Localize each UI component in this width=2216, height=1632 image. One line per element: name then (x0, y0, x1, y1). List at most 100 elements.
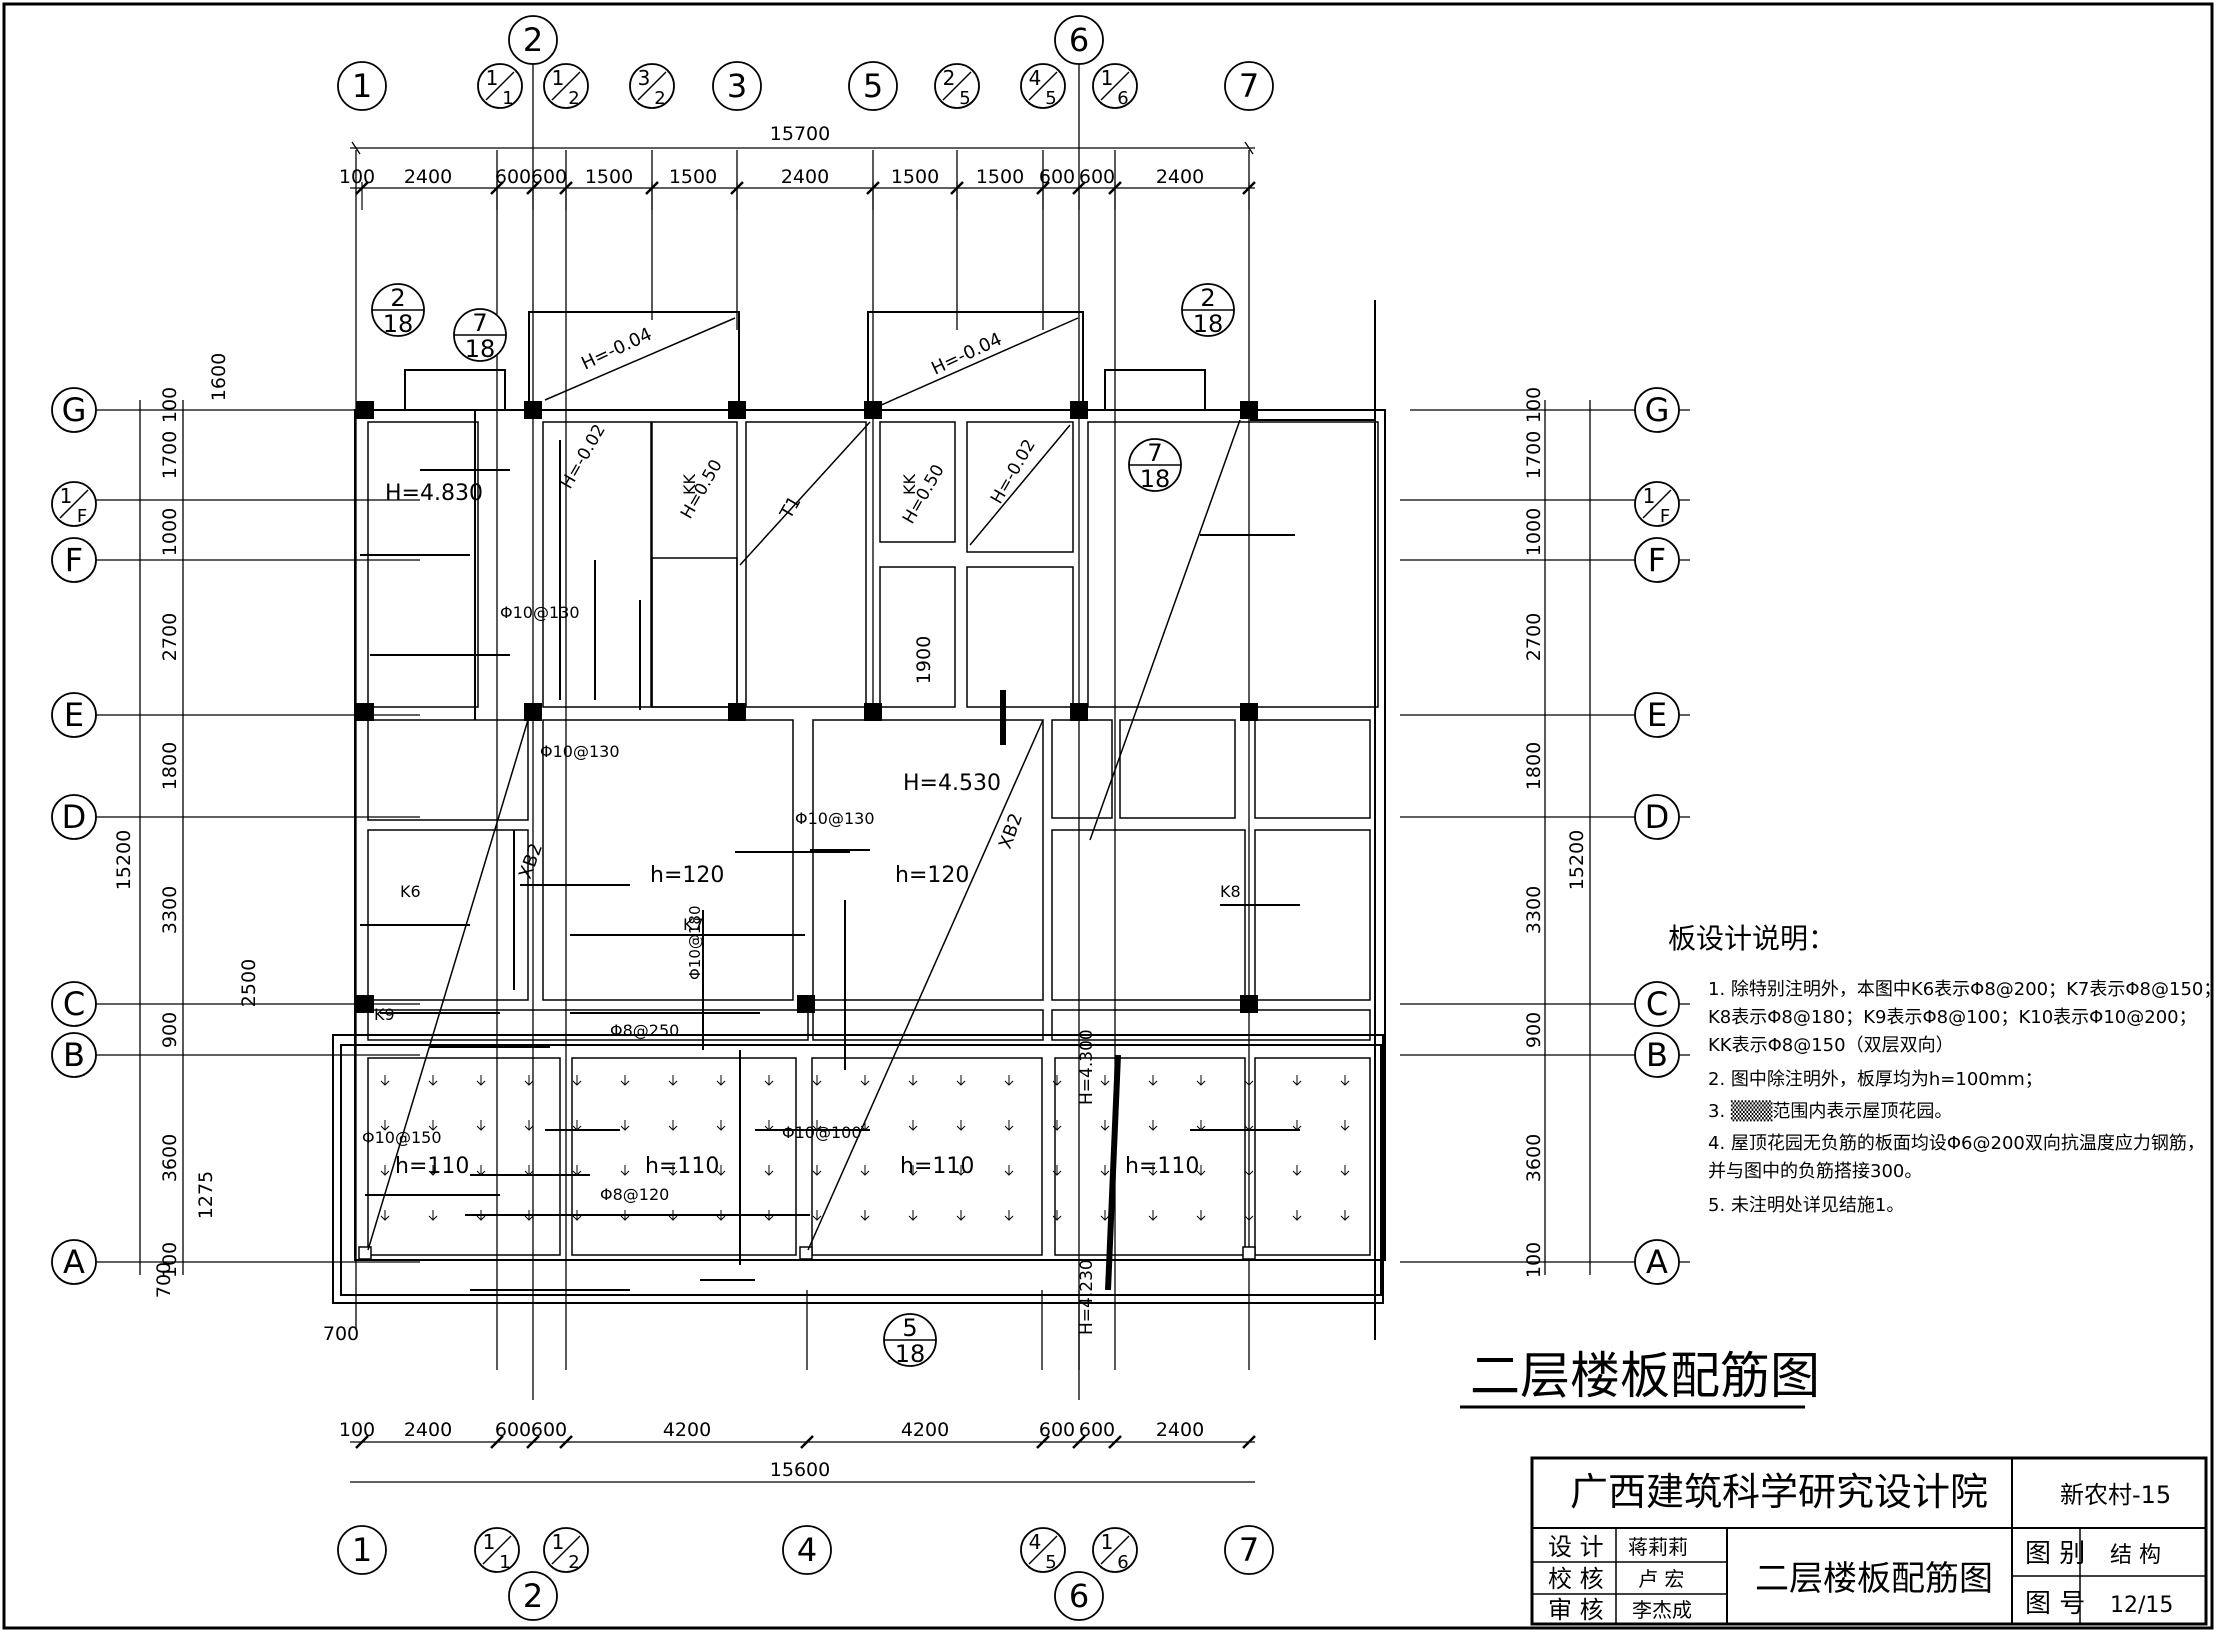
hatch-mark (1052, 1120, 1062, 1131)
hatch-mark (764, 1075, 774, 1086)
axis-fraction-line (1642, 489, 1672, 519)
note-line: 4. 屋顶花园无负筋的板面均设Φ6@200双向抗温度应力钢筋， (1708, 1133, 2205, 1154)
axis-circle (1224, 1525, 1274, 1575)
axis-fraction-line (942, 71, 972, 101)
axis-label-num: 1 (552, 1530, 565, 1554)
axis-bubble: E (51, 692, 97, 738)
dim-tick (1036, 1435, 1050, 1449)
axis-bubble: 16 (1092, 63, 1138, 109)
axis-fraction-line (1028, 71, 1058, 101)
grid-lines (90, 60, 1690, 1400)
rebar-marks (360, 410, 1300, 1291)
axis-bubble: C (1634, 981, 1680, 1027)
elevation-label: H=4.300 (1077, 1029, 1097, 1105)
axis-circle (51, 794, 97, 840)
axis-bubble: D (1634, 794, 1680, 840)
design-label: 设 计 (1548, 1533, 1604, 1561)
axis-bubble: A (51, 1239, 97, 1285)
axis-label-num: 3 (638, 66, 651, 90)
dimension-label: 2400 (404, 1419, 452, 1441)
rebar-label: K6 (400, 882, 421, 901)
room-outlines (367, 421, 1379, 1041)
slab-thickness-label: h=120 (650, 863, 724, 888)
axis-label: 7 (1239, 67, 1259, 105)
dimension-label: 1600 (208, 353, 230, 401)
axis-label-num: 1 (60, 484, 73, 508)
hatch-mark (572, 1075, 582, 1086)
rebar-label: Φ8@250 (610, 1021, 679, 1040)
axis-label: 1 (352, 1531, 372, 1569)
hatch-mark (668, 1120, 678, 1131)
design-name: 蒋莉莉 (1628, 1535, 1688, 1559)
hatch-mark (1196, 1120, 1206, 1131)
hatch-mark (1244, 1075, 1254, 1086)
column (728, 703, 746, 721)
hatch-mark (524, 1165, 534, 1176)
axis-bubble: 3 (712, 61, 762, 111)
top-dimension-lines (350, 141, 1255, 189)
hatch-mark (956, 1210, 966, 1221)
dimension-label: 100 (159, 387, 181, 423)
axis-label-num: 2 (943, 66, 956, 90)
hatch-mark (476, 1120, 486, 1131)
column-open (358, 1246, 372, 1260)
hatch-mark (1196, 1075, 1206, 1086)
note-line: 2. 图中除注明外，板厚均为h=100mm； (1708, 1069, 2043, 1090)
axis-label-den: 1 (502, 88, 513, 109)
dimension-label: 700 (153, 1262, 175, 1298)
dimension-label: 2400 (404, 166, 452, 188)
hatch-mark (1052, 1210, 1062, 1221)
axis-label-num: 1 (552, 66, 565, 90)
review-name: 李杰成 (1632, 1598, 1692, 1622)
hatch-mark (1244, 1210, 1254, 1221)
hatch-mark (1100, 1120, 1110, 1131)
hatch-mark (908, 1120, 918, 1131)
elevation-label: H=-0.04 (578, 324, 655, 375)
dimension-label: 2400 (1156, 166, 1204, 188)
hatch-mark (1004, 1210, 1014, 1221)
number-value: 12/15 (2110, 1593, 2173, 1618)
rebar-label: Φ10@130 (795, 809, 875, 828)
column (728, 401, 746, 419)
rebar-label: K7 (683, 915, 704, 934)
hatch-mark (1196, 1165, 1206, 1176)
axis-bubble: 32 (629, 63, 675, 109)
axis-fraction-line (1100, 1535, 1130, 1565)
rebar-label: K8 (1220, 882, 1241, 901)
section-ref-num: 5 (902, 1314, 917, 1342)
axis-fraction-line (485, 71, 515, 101)
dim-tick (1072, 1435, 1086, 1449)
axis-label: 5 (863, 67, 883, 105)
axis-bubble: F (1634, 537, 1680, 583)
rebar-label: K9 (374, 1005, 395, 1024)
hatch-mark (1244, 1165, 1254, 1176)
rebar-label: Φ10@130 (500, 603, 580, 622)
check-label: 校 核 (1548, 1565, 1604, 1593)
dimension-label: 1500 (585, 166, 633, 188)
hatch-mark (1292, 1120, 1302, 1131)
axis-bubble: B (1634, 1032, 1680, 1078)
dimension-label: 4200 (663, 1419, 711, 1441)
axis-fraction-line (551, 1535, 581, 1565)
hatch-mark (668, 1075, 678, 1086)
axis-circle (51, 1239, 97, 1285)
axis-circle (1634, 387, 1680, 433)
hatch-mark (1052, 1075, 1062, 1086)
hatch-mark (476, 1075, 486, 1086)
axis-label: E (64, 696, 84, 734)
axis-bubble: 7 (1224, 61, 1274, 111)
dimension-label: 600 (1079, 1419, 1115, 1441)
rebar-label: Φ10@130 (540, 742, 620, 761)
drawing-title: 二层楼板配筋图 (1470, 1347, 1820, 1405)
note-line: 1. 除特别注明外，本图中K6表示Φ8@200；K7表示Φ8@150； (1708, 979, 2216, 1000)
hatch-mark (1148, 1075, 1158, 1086)
elevation-label: H=-0.02 (557, 421, 610, 493)
axis-label: G (1645, 391, 1670, 429)
axis-bubble: 25 (934, 63, 980, 109)
dim-tick (526, 1435, 540, 1449)
rebar-callouts: Φ10@130 Φ10@130 Φ10@130 Φ8@250 Φ10@180 Φ… (362, 474, 1241, 1204)
column (356, 995, 374, 1013)
rebar-label: KK (900, 474, 919, 495)
